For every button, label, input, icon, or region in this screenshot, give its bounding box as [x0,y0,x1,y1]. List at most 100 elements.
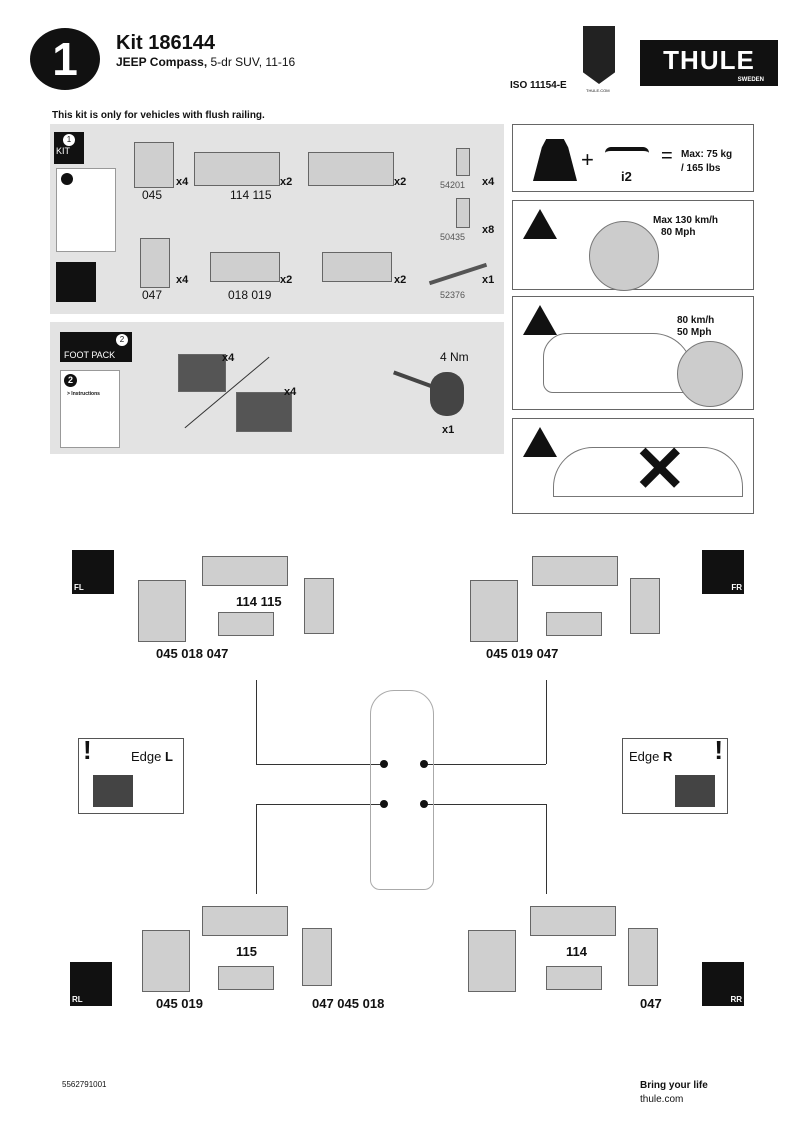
part-52376-qty: x1 [482,274,495,286]
pad-icon [304,578,334,634]
part-114-115-code: 114 115 [230,188,272,202]
foot-icon [470,580,518,642]
connector-line [256,680,257,764]
position-fr-icon: FR [702,550,744,594]
position-fl-label: FL [74,583,84,592]
speedometer-icon [677,341,743,407]
block-icon [202,556,288,586]
car-top-view-icon [370,690,434,890]
position-rl-label: RL [72,995,83,1004]
rl-codes-a: 045 019 [156,996,203,1011]
connector-line [256,804,382,805]
warning-icon [523,209,557,239]
rr-codes: 047 [640,996,662,1011]
block-icon [308,152,394,186]
kit-tag-number: 1 [63,134,75,146]
part-047-code: 047 [142,288,163,302]
bracket-icon [546,966,602,990]
fl-upper-code: 114 115 [236,594,282,609]
block-icon [202,906,288,936]
bracket-icon [218,612,274,636]
vehicle-make: JEEP Compass, [116,55,208,69]
kit-tag: 1 KIT [54,132,84,164]
no-car-wash-card: ✕ [512,418,754,514]
bracket-icon [546,612,602,636]
part-045-code: 045 [142,188,163,202]
bars-icon [605,147,649,167]
bolt-54201-icon [456,148,470,176]
warning-icon [523,305,557,335]
mount-point-rr [420,800,428,808]
connector-line [256,804,257,894]
edge-r-text: Edge [629,749,663,764]
part-block-qty: x2 [394,176,407,188]
position-fr-label: FR [731,583,742,592]
booklet-positions-icon [56,262,96,302]
max-load-lbs: / 165 lbs [681,163,721,174]
foot-edge-icon [675,775,715,807]
warning-icon [523,427,557,457]
pad-icon [628,928,658,986]
part-018-019-code: 018 019 [228,288,272,302]
part-018-019-qty: x2 [280,274,293,286]
torque-key-qty: x1 [442,424,455,436]
connector-line [426,804,546,805]
foot-pack-tag: 2 FOOT PACK [60,332,132,362]
torque-value: 4 Nm [440,350,469,364]
equals-sign: = [661,145,673,167]
part-047-qty: x4 [176,274,189,286]
exclamation-icon: ! [83,735,92,765]
bracket-icon [322,252,392,282]
speed-card: Max 130 km/h 80 Mph [512,200,754,291]
foot-icon [468,930,516,992]
part-52376-code: 52376 [440,290,466,300]
position-rr-label: RR [730,995,742,1004]
booklet-step-icon [61,173,73,185]
edge-r-label: Edge R [629,749,672,764]
block-114-115-icon [194,152,280,186]
vehicle-detail: 5-dr SUV, 11-16 [207,55,296,69]
fr-codes: 045 019 047 [486,646,559,661]
connector-line [426,764,546,765]
loaded-speed-card: 80 km/h 50 Mph [512,296,754,410]
speed-max-kmh: Max 130 km/h [653,215,719,226]
slogan: Bring your life [640,1080,708,1091]
part-50435-qty: x8 [482,224,495,236]
logo-sub: SWEDEN [737,77,764,83]
foot-alt-icon [236,392,292,432]
connector-line [546,680,547,764]
part-54201-code: 54201 [440,180,466,190]
exclamation-icon: ! [714,735,723,765]
part-114-115-qty: x2 [280,176,293,188]
document-number: 5562791001 [62,1080,107,1089]
foot-qty-b: x4 [284,386,297,398]
rr-upper-code: 114 [566,944,587,959]
kit-tag-box: 1 KIT [54,132,84,164]
edge-l-bold: L [164,749,173,764]
foot-icon [142,930,190,992]
speed-load-kmh: 80 km/h [677,315,715,326]
foot-pack-tag-label: FOOT PACK [64,350,116,360]
weight-icon [533,139,577,181]
step-number-badge: 1 [30,28,100,90]
position-rl-icon: RL [70,962,112,1006]
bracket-018-019-icon [210,252,280,282]
torque-key-handle-icon [430,372,464,416]
rl-codes-b: 047 045 018 [312,996,385,1011]
car-with-load-icon [543,333,693,393]
foot-pack-booklet-icon: 2 > Instructions [60,370,120,448]
edge-l-text: Edge [131,749,165,764]
guarantee-badge-icon [583,26,615,84]
vehicle-subtitle: JEEP Compass, 5-dr SUV, 11-16 [116,55,295,69]
part-bracket-qty: x2 [394,274,407,286]
booklet-instructions: > Instructions [67,391,100,397]
kit-booklet-icon [56,168,116,252]
foot-045-icon [134,142,174,188]
pad-icon [302,928,332,986]
kit-tag-label: KIT [56,146,71,156]
rl-upper-code: 115 [236,944,257,959]
connector-line [546,804,547,894]
iso-standard: ISO 11154-E [510,80,567,91]
fl-codes: 045 018 047 [156,646,229,661]
mount-point-fl [380,760,388,768]
